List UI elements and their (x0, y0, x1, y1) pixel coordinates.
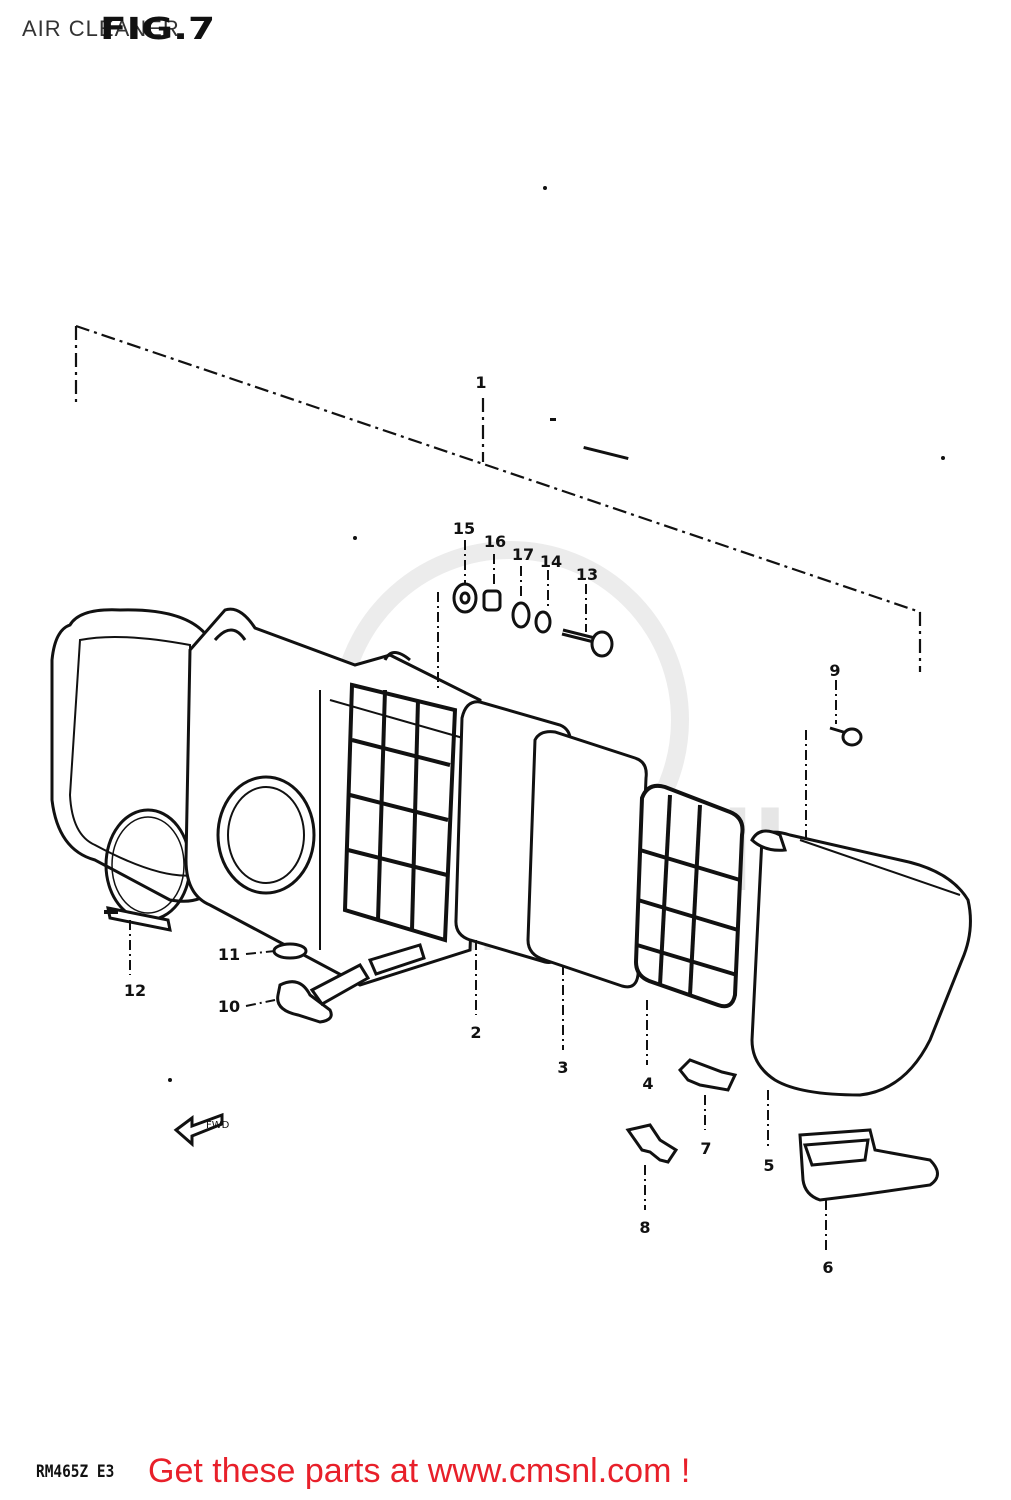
callout-10: 10 (218, 997, 240, 1016)
fastener-stack (452, 582, 614, 658)
callout-15: 15 (453, 519, 475, 538)
callout-numbers: 1 2 3 4 5 6 7 8 9 10 11 12 13 14 15 16 1… (124, 373, 841, 1277)
figure-label: FIG.7 (100, 12, 216, 47)
air-cleaner-boot (798, 1128, 939, 1202)
filter-element-inner (526, 730, 648, 989)
callout-14: 14 (540, 552, 562, 571)
leader-lines (129, 540, 837, 1250)
parts-diagram: CMSNL www.cmsnl.com (50, 186, 972, 1277)
promo-link[interactable]: Get these parts at www.cmsnl.com ! (148, 1452, 691, 1490)
direction-arrow: FWD (173, 1112, 230, 1148)
callout-12: 12 (124, 981, 146, 1000)
page-title: AIR CLEANER (22, 16, 180, 41)
callout-7: 7 (700, 1139, 711, 1158)
air-cleaner-cover (750, 829, 972, 1097)
air-cleaner-case (184, 607, 482, 987)
clip-7 (677, 1058, 738, 1092)
scan-marks (168, 186, 945, 1082)
assembly-bracket (74, 324, 922, 672)
direction-marker-label: FWD (206, 1120, 230, 1131)
callout-13: 13 (576, 565, 598, 584)
callout-11: 11 (218, 945, 240, 964)
callout-5: 5 (763, 1156, 774, 1175)
callout-1: 1 (475, 373, 486, 392)
clip-8 (625, 1123, 679, 1164)
bolt-9 (829, 726, 863, 747)
callout-16: 16 (484, 532, 506, 551)
callout-3: 3 (557, 1058, 568, 1077)
callout-6: 6 (822, 1258, 833, 1277)
filter-cage (633, 783, 745, 1009)
callout-9: 9 (829, 661, 840, 680)
clamp-11 (272, 942, 308, 960)
callout-2: 2 (470, 1023, 481, 1042)
callout-4: 4 (642, 1074, 653, 1093)
breather-hose-10 (276, 943, 426, 1024)
case-grid (342, 682, 458, 943)
model-code: RM465Z E3 (36, 1462, 115, 1482)
callout-17: 17 (512, 545, 534, 564)
callout-8: 8 (639, 1218, 650, 1237)
